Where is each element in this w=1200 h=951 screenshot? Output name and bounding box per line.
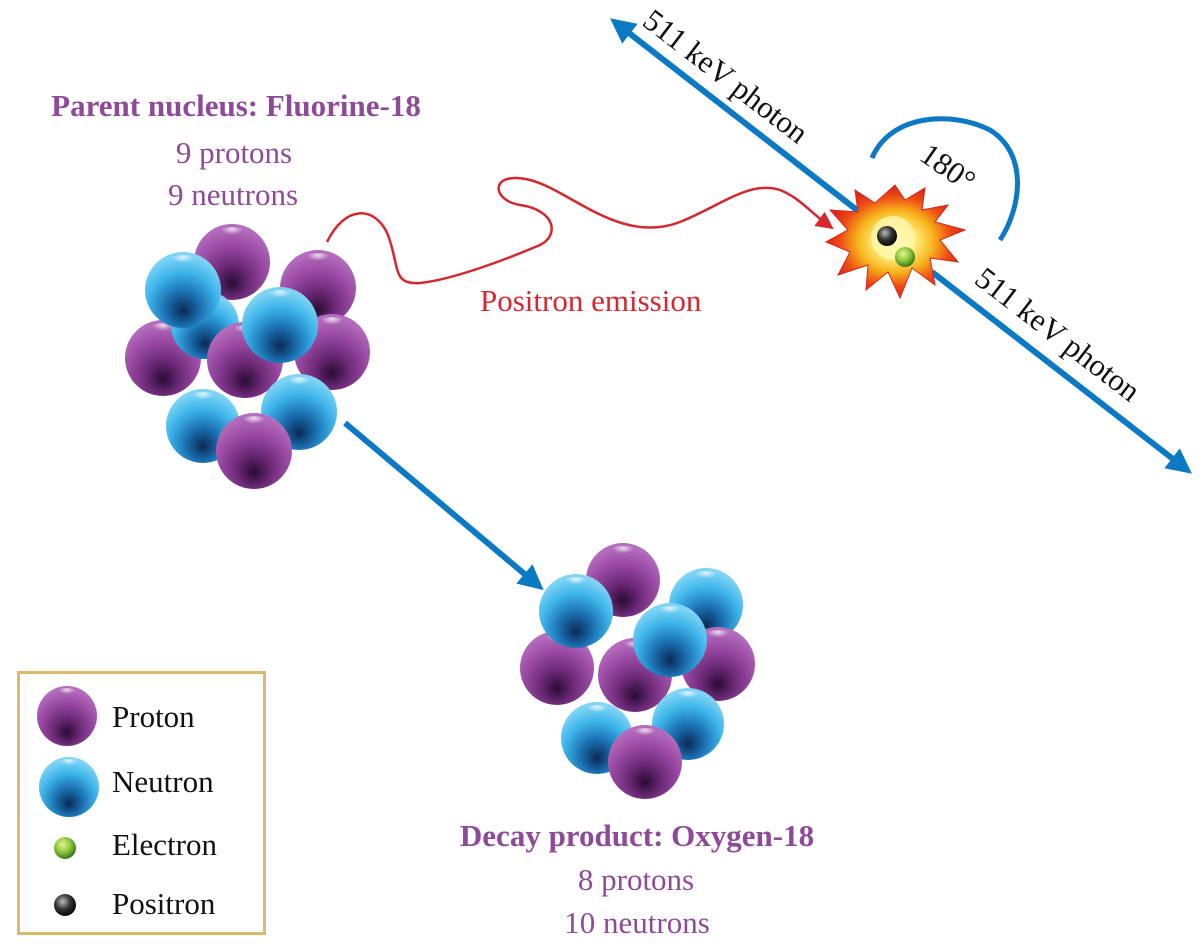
product-highlight-9 — [629, 727, 661, 743]
product-nucleus — [520, 543, 755, 799]
parent-highlight-2 — [147, 323, 179, 339]
parent-highlight-5 — [167, 255, 199, 271]
parent-highlight-0 — [216, 227, 248, 243]
legend-neutron-label: Neutron — [112, 764, 214, 799]
parent-highlight-8 — [187, 391, 219, 407]
product-neutrons: 10 neutrons — [564, 905, 710, 940]
photon-arrow-bottom — [930, 269, 1192, 474]
product-title: Decay product: Oxygen-18 — [459, 818, 815, 853]
parent-highlight-9 — [283, 377, 315, 393]
angle-arc — [869, 116, 1020, 242]
legend-electron-label: Electron — [112, 827, 218, 862]
product-highlight-6 — [654, 605, 686, 621]
parent-nucleus — [125, 224, 370, 489]
positron-particle — [877, 226, 897, 246]
product-proton-9 — [608, 725, 682, 799]
legend-positron-label: Positron — [112, 886, 216, 921]
legend-proton-icon — [37, 686, 97, 746]
legend-electron-icon — [54, 837, 76, 859]
product-highlight-7 — [581, 704, 613, 720]
parent-neutron-5 — [145, 252, 221, 328]
positron-emission-label: Positron emission — [480, 283, 702, 318]
parent-neutron-7 — [242, 287, 318, 363]
legend-icons — [37, 686, 99, 916]
decay-arrow — [343, 420, 544, 591]
product-proton-2 — [520, 631, 594, 705]
parent-title: Parent nucleus: Fluorine-18 — [51, 88, 421, 123]
legend — [17, 671, 266, 935]
photon-arrow-top — [610, 18, 864, 217]
parent-neutrons: 9 neutrons — [167, 177, 299, 212]
product-highlight-3 — [702, 629, 734, 645]
positron-emission-wave — [325, 176, 834, 285]
parent-proton-10 — [216, 413, 292, 489]
product-highlight-4 — [560, 576, 592, 592]
product-highlight-8 — [672, 690, 704, 706]
product-protons: 8 protons — [577, 862, 695, 897]
legend-neutron-icon — [39, 757, 99, 817]
product-neutron-6 — [633, 603, 707, 677]
electron-particle — [895, 247, 915, 267]
legend-proton-label: Proton — [112, 699, 195, 734]
parent-highlight-10 — [238, 416, 270, 432]
product-neutron-4 — [539, 574, 613, 648]
product-highlight-0 — [607, 545, 639, 561]
product-highlight-1 — [690, 570, 722, 586]
legend-positron-icon — [54, 894, 76, 916]
parent-highlight-1 — [302, 253, 334, 269]
parent-highlight-3 — [316, 317, 348, 333]
parent-highlight-7 — [264, 290, 296, 306]
parent-protons: 9 protons — [175, 135, 293, 170]
